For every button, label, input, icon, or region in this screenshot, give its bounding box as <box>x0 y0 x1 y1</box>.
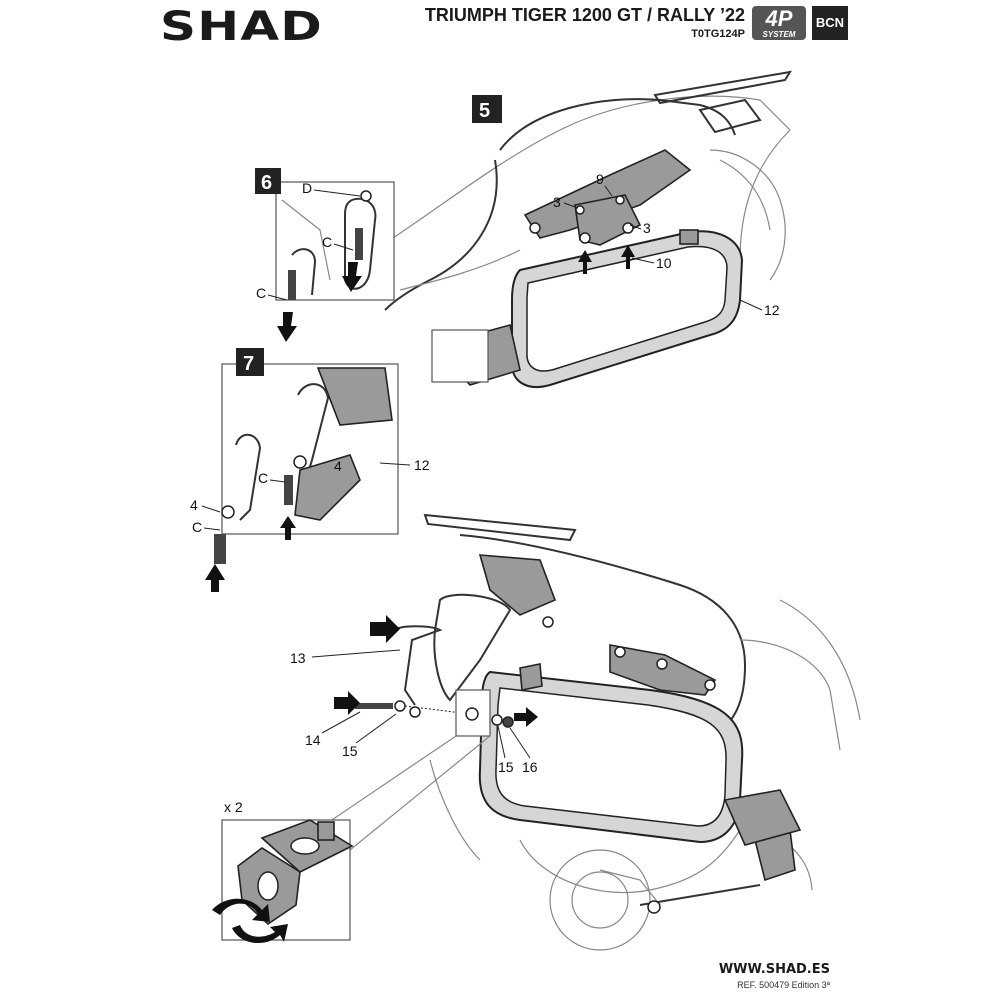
label-d: D <box>302 180 312 196</box>
inset-clip-detail <box>212 819 354 944</box>
label-4-outside: 4 <box>190 497 198 513</box>
label-3-right: 3 <box>643 220 651 236</box>
step-7-box <box>236 348 264 376</box>
label-c-inset6-left: C <box>256 285 266 301</box>
edition-reference: REF. 500479 Edition 3ª <box>737 980 830 990</box>
label-9: 9 <box>596 171 604 187</box>
4p-system-badge: 4P SYSTEM <box>752 6 806 40</box>
arrow-inset6-down <box>277 312 297 342</box>
label-10: 10 <box>656 255 672 271</box>
shad-logo: SHAD <box>160 4 324 50</box>
step-5-box <box>472 95 502 123</box>
label-15-left: 15 <box>342 743 358 759</box>
label-4-inset7: 4 <box>334 458 342 474</box>
step-6-number: 6 <box>261 172 272 194</box>
upper-bike-drawing <box>384 70 793 388</box>
step-7-number: 7 <box>243 353 254 375</box>
badge-system-text: SYSTEM <box>762 30 796 39</box>
washer-4 <box>221 505 235 519</box>
label-14: 14 <box>305 732 321 748</box>
label-15-right: 15 <box>498 759 514 775</box>
arrow-inset7-up <box>205 564 225 592</box>
step-6-box <box>255 168 281 194</box>
model-title: TRIUMPH TIGER 1200 GT / RALLY ’22 <box>424 5 745 25</box>
label-13: 13 <box>290 650 306 666</box>
label-12-upper: 12 <box>764 302 780 318</box>
inset-step-6 <box>275 181 395 301</box>
lower-bike-drawing <box>319 513 861 951</box>
label-3-left: 3 <box>553 194 561 210</box>
badge-4p-text: 4P <box>765 6 793 31</box>
label-c-outside: C <box>192 519 202 535</box>
kit-reference: T0TG124P <box>691 28 745 40</box>
label-x2: x 2 <box>224 799 243 815</box>
screw-c <box>214 534 226 564</box>
website-link[interactable]: WWW.SHAD.ES <box>718 962 830 977</box>
label-c-inset7: C <box>258 470 268 486</box>
label-16: 16 <box>522 759 538 775</box>
label-12-inset7: 12 <box>414 457 430 473</box>
inset-step-7 <box>221 363 399 540</box>
bcn-badge: BCN <box>812 6 848 40</box>
label-c-inset6-right: C <box>322 234 332 250</box>
step-5-number: 5 <box>479 100 490 122</box>
